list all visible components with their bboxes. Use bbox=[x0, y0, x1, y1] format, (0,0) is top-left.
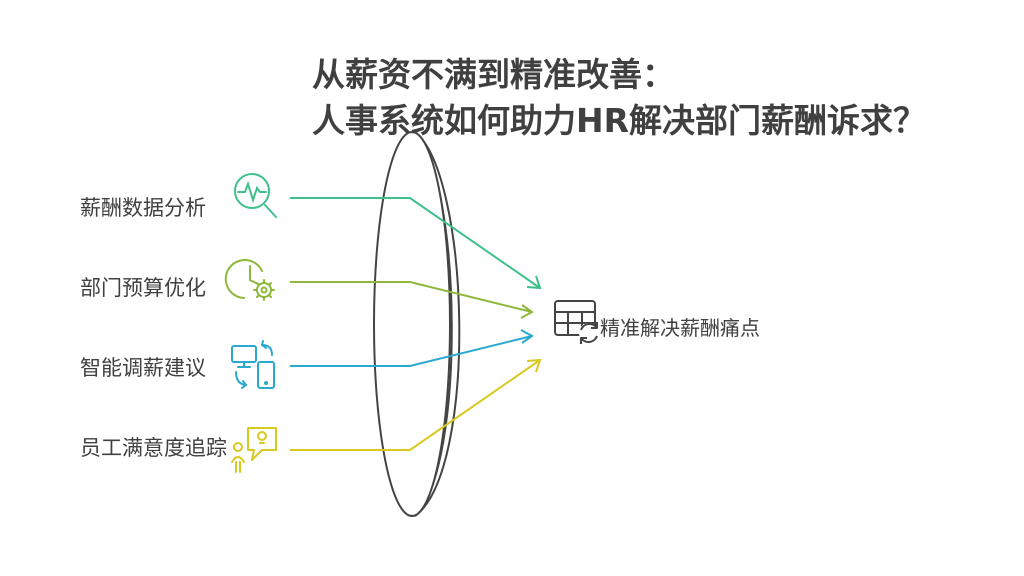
title-line-2: 人事系统如何助力HR解决部门薪酬诉求？ bbox=[312, 101, 927, 140]
input-label-salary-analysis: 薪酬数据分析 bbox=[80, 196, 206, 220]
lens-back-edge bbox=[414, 131, 461, 517]
input-label-satisfaction-tracking: 员工满意度追踪 bbox=[80, 436, 227, 460]
title-line-1: 从薪资不满到精准改善： bbox=[312, 55, 675, 94]
devices-sync-icon bbox=[231, 340, 275, 389]
lens-front-face bbox=[373, 131, 451, 517]
arrow-0 bbox=[290, 197, 542, 290]
input-label-budget-optimization: 部门预算优化 bbox=[80, 276, 206, 300]
target-label: 精准解决薪酬痛点 bbox=[600, 316, 760, 340]
arrow-1 bbox=[290, 281, 534, 319]
lens bbox=[373, 131, 461, 517]
diagram-title: 从薪资不满到精准改善： 人事系统如何助力HR解决部门薪酬诉求？ bbox=[312, 52, 926, 144]
arrow-3 bbox=[290, 358, 542, 451]
analytics-magnifier-icon bbox=[234, 173, 277, 218]
table-refresh-icon bbox=[554, 300, 599, 344]
clock-gear-icon bbox=[224, 259, 275, 301]
arrow-2 bbox=[290, 329, 534, 367]
idea-bubble-person-icon bbox=[231, 427, 277, 473]
input-label-raise-suggestion: 智能调薪建议 bbox=[80, 356, 206, 380]
